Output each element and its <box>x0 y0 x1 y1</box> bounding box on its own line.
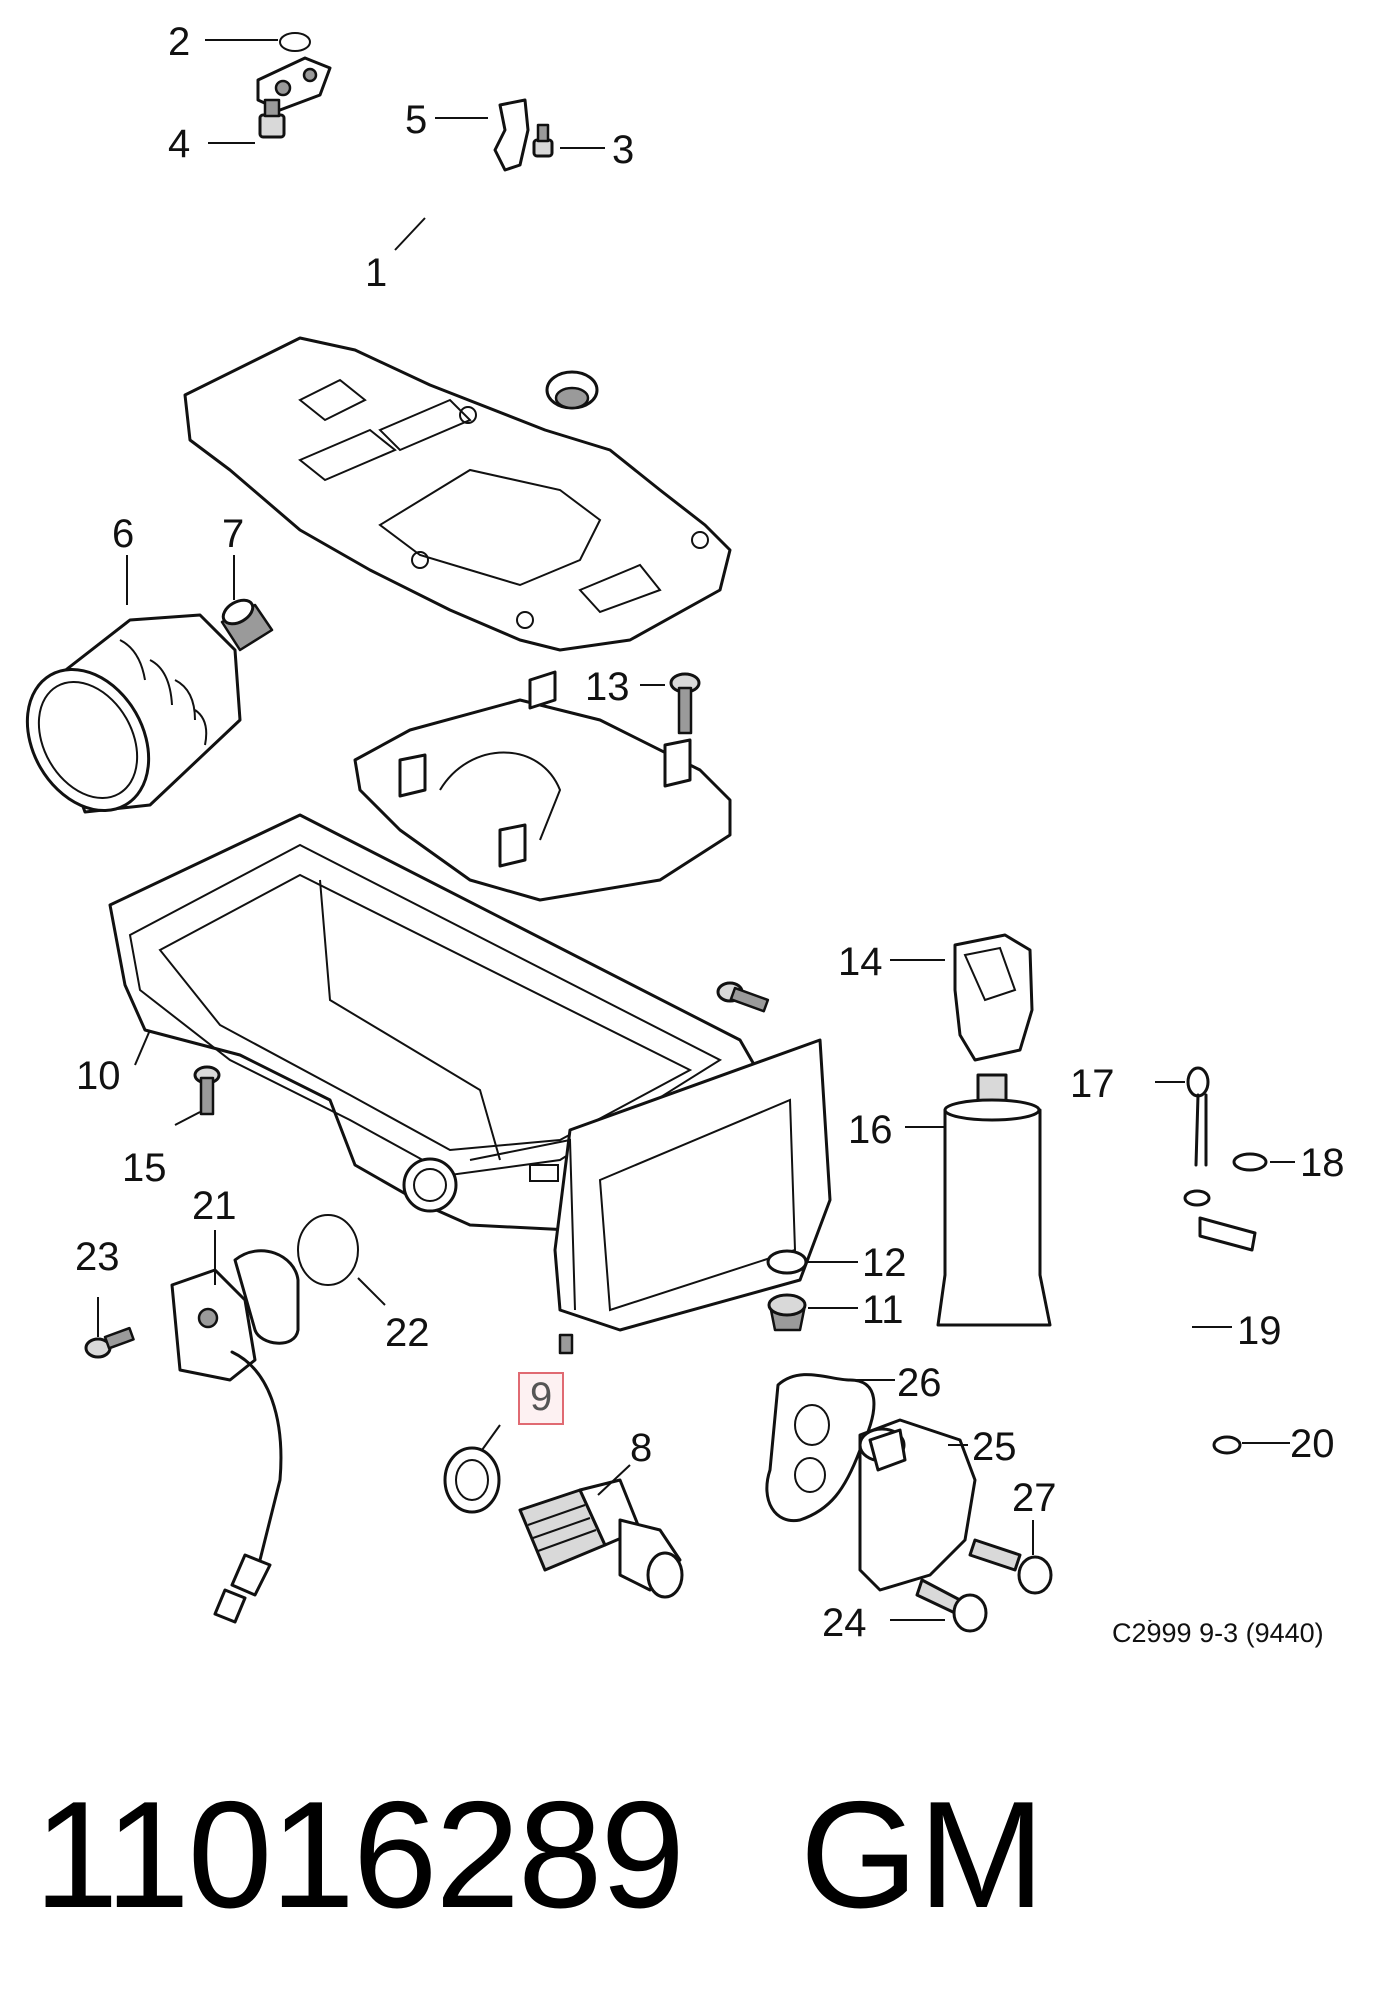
callout-7: 7 <box>222 512 245 556</box>
pan-bolt <box>716 981 770 1013</box>
gasket-part-26 <box>765 1373 876 1523</box>
callout-23: 23 <box>75 1235 120 1279</box>
o-ring-part-18 <box>1232 1152 1268 1172</box>
bolt-part-23 <box>84 1326 135 1359</box>
callout-8: 8 <box>630 1426 653 1470</box>
callout-15: 15 <box>122 1146 167 1190</box>
bolt-part-4 <box>258 98 286 139</box>
callout-27: 27 <box>1012 1476 1057 1520</box>
callout-14: 14 <box>838 940 883 984</box>
callout-4: 4 <box>168 122 191 166</box>
o-ring-part-2 <box>279 32 311 52</box>
part-number: 11016289 <box>34 1770 685 1940</box>
brand-name: GM <box>800 1770 1045 1940</box>
callout-25: 25 <box>972 1425 1017 1469</box>
callout-17: 17 <box>1070 1062 1115 1106</box>
dipstick-tube-part-19 <box>1145 1189 1257 1622</box>
callout-16: 16 <box>848 1108 893 1152</box>
oil-pan-part-10 <box>108 813 832 1355</box>
callout-9-highlighted: 9 <box>518 1372 565 1425</box>
callout-2: 2 <box>168 20 191 64</box>
bolt-part-27 <box>968 1538 1053 1595</box>
callout-3: 3 <box>612 128 635 172</box>
sealing-ring-part-9 <box>443 1446 501 1514</box>
bolt-part-15 <box>193 1065 221 1116</box>
lower-baffle-plate <box>353 670 732 902</box>
callout-22: 22 <box>385 1311 430 1355</box>
oil-level-sensor-part-21 <box>170 1249 300 1624</box>
callout-1: 1 <box>365 251 388 295</box>
oil-filter-part-6 <box>25 613 242 814</box>
oil-pipe-part-1 <box>256 56 608 410</box>
callout-24: 24 <box>822 1601 867 1645</box>
dipstick-part-17 <box>1186 1066 1210 1167</box>
callout-13: 13 <box>585 665 630 709</box>
callout-20: 20 <box>1290 1422 1335 1466</box>
bracket-part-5 <box>493 98 530 172</box>
o-ring-part-20 <box>1212 1435 1242 1455</box>
callout-11: 11 <box>862 1288 904 1332</box>
oil-pressure-switch-part-8 <box>518 1478 684 1599</box>
callout-6: 6 <box>112 512 135 556</box>
threaded-nipple-part-7 <box>220 598 274 652</box>
leader-lines <box>97 39 1295 1621</box>
filter-housing-part-25 <box>858 1418 977 1592</box>
callout-21: 21 <box>192 1184 237 1228</box>
callout-12: 12 <box>862 1241 907 1285</box>
callout-18: 18 <box>1300 1141 1345 1185</box>
diagram-reference-code: C2999 9-3 (9440) <box>1112 1618 1324 1648</box>
callout-19: 19 <box>1237 1309 1282 1353</box>
bolt-part-24 <box>915 1578 988 1633</box>
callout-5: 5 <box>405 98 428 142</box>
upper-baffle-plate <box>183 336 732 652</box>
exploded-parts-diagram <box>25 32 1295 1633</box>
sealant-tube-part-16 <box>936 1073 1052 1327</box>
drain-plug-part-11 <box>767 1293 807 1332</box>
callout-10: 10 <box>76 1054 121 1098</box>
bolt-part-13 <box>669 672 701 735</box>
diagram-drawing <box>25 32 1295 1633</box>
washer-part-12 <box>766 1249 808 1275</box>
gasket-part-22 <box>297 1214 359 1286</box>
callout-26: 26 <box>897 1361 942 1405</box>
bolt-part-3 <box>532 123 554 158</box>
